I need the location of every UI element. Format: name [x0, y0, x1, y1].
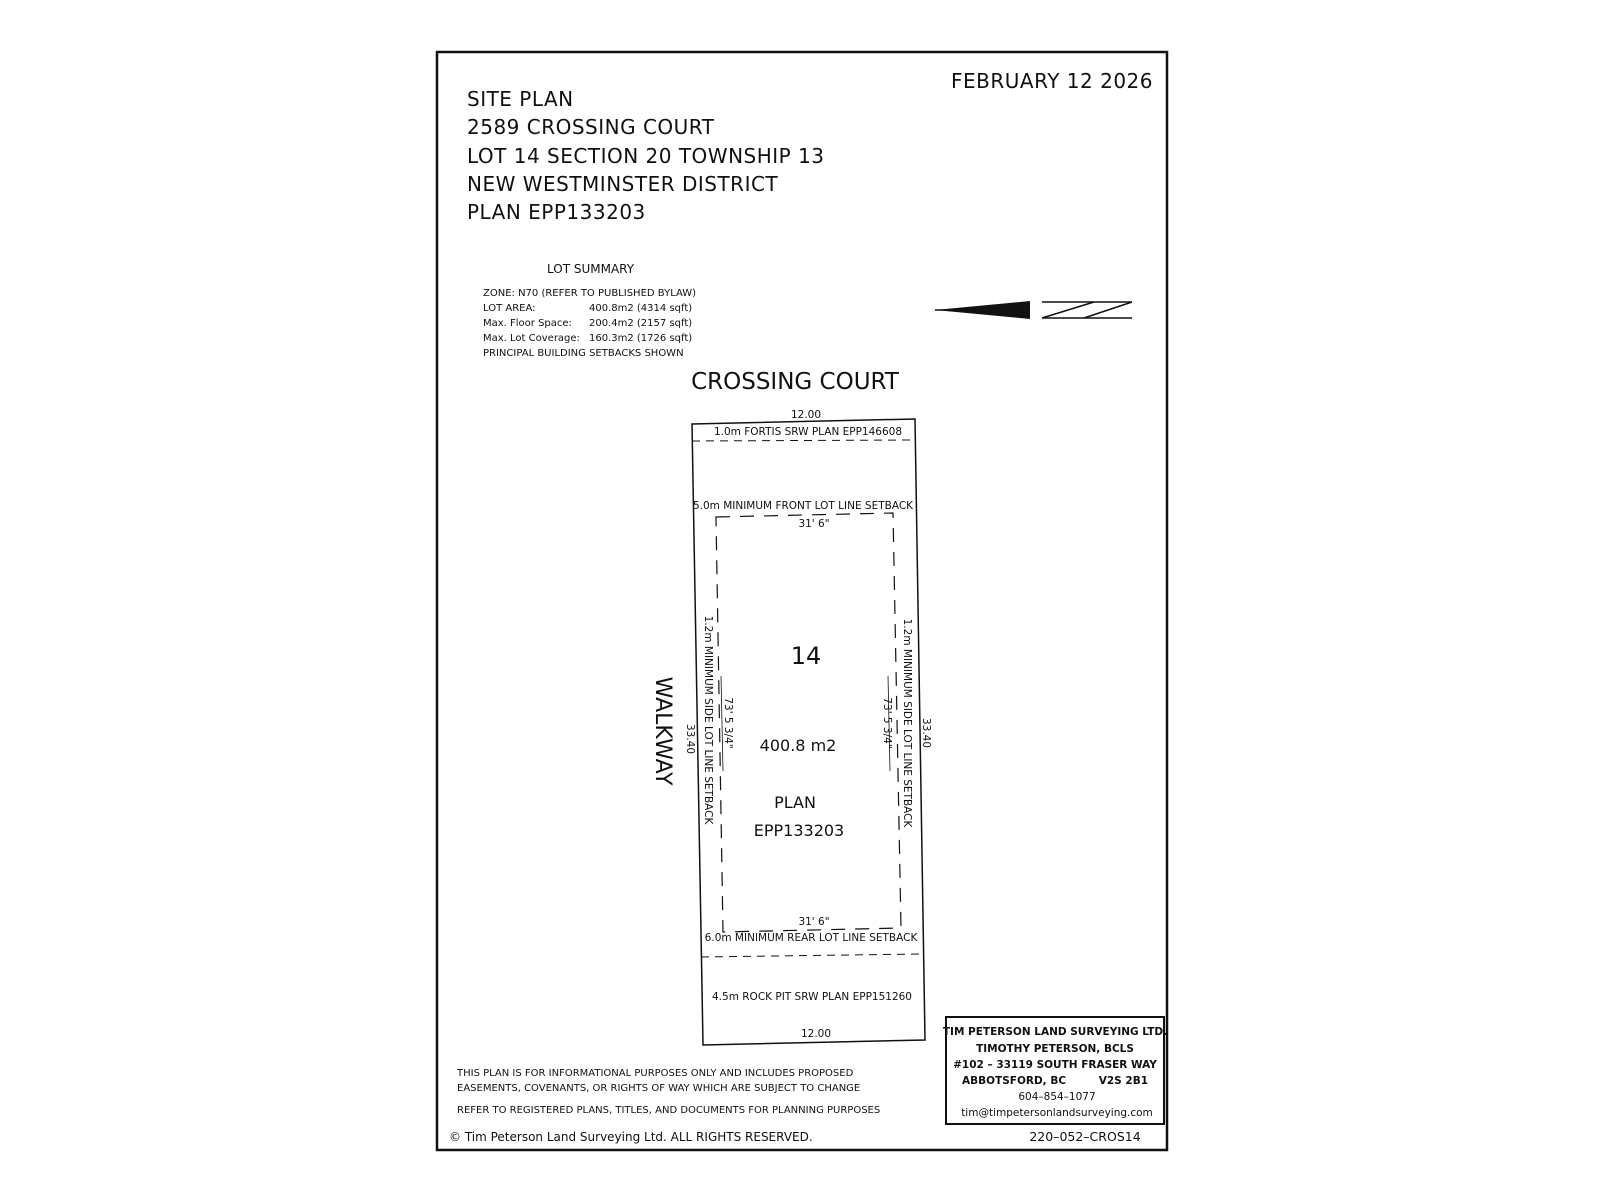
right-side-setback-label: 1.2m MINIMUM SIDE LOT LINE SETBACK	[901, 619, 913, 829]
left-envelope-depth: 73' 5 3/4"	[722, 697, 734, 748]
envelope-width-bottom: 31' 6"	[798, 916, 829, 928]
lot-number: 14	[791, 642, 822, 670]
disclaimer-line-1: THIS PLAN IS FOR INFORMATIONAL PURPOSES …	[456, 1068, 854, 1079]
rear-lot-dimension: 12.00	[801, 1028, 831, 1040]
street-name: CROSSING COURT	[691, 369, 900, 395]
summary-setbacks-note: PRINCIPAL BUILDING SETBACKS SHOWN	[483, 348, 684, 359]
right-lot-dimension: 33.40	[920, 718, 932, 748]
file-number: 220–052–CROS14	[1029, 1129, 1140, 1144]
lot-plan-label: PLAN	[774, 793, 816, 812]
title-line-district: NEW WESTMINSTER DISTRICT	[467, 172, 778, 196]
sheet-border	[435, 50, 1169, 1152]
title-line-legal: LOT 14 SECTION 20 TOWNSHIP 13	[467, 144, 825, 168]
summary-zone: ZONE: N70 (REFER TO PUBLISHED BYLAW)	[483, 288, 696, 299]
lot-summary: LOT SUMMARY ZONE: N70 (REFER TO PUBLISHE…	[483, 262, 696, 359]
lot-summary-heading: LOT SUMMARY	[547, 262, 635, 276]
front-srw-line	[691, 439, 916, 442]
front-lot-dimension: 12.00	[791, 409, 821, 421]
surveyor-name: TIMOTHY PETERSON, BCLS	[976, 1043, 1134, 1055]
lot-boundary	[691, 418, 926, 1046]
summary-lot-area-label: LOT AREA:	[483, 303, 536, 314]
surveyor-city: ABBOTSFORD, BC	[962, 1075, 1066, 1087]
surveyor-postal: V2S 2B1	[1099, 1075, 1148, 1087]
right-envelope-depth: 73' 5 3/4"	[881, 697, 893, 748]
envelope-width-top: 31' 6"	[798, 518, 829, 530]
lot-plan-number: EPP133203	[754, 821, 844, 840]
surveyor-address: #102 – 33119 SOUTH FRASER WAY	[953, 1059, 1157, 1071]
copyright-notice: © Tim Peterson Land Surveying Ltd. ALL R…	[449, 1130, 813, 1144]
walkway-label: WALKWAY	[650, 677, 675, 786]
summary-lot-coverage-label: Max. Lot Coverage:	[483, 333, 580, 344]
rear-srw-label: 4.5m ROCK PIT SRW PLAN EPP151260	[712, 991, 912, 1003]
summary-floor-space-label: Max. Floor Space:	[483, 318, 572, 329]
summary-lot-coverage-value: 160.3m2 (1726 sqft)	[589, 333, 692, 344]
surveyor-email: tim@timpetersonlandsurveying.com	[961, 1107, 1153, 1119]
surveyor-box	[945, 1016, 1165, 1125]
disclaimer-line-3: REFER TO REGISTERED PLANS, TITLES, AND D…	[457, 1105, 880, 1116]
summary-lot-area-value: 400.8m2 (4314 sqft)	[589, 303, 692, 314]
disclaimer: THIS PLAN IS FOR INFORMATIONAL PURPOSES …	[449, 1068, 880, 1144]
surveyor-phone: 604–854–1077	[1018, 1091, 1095, 1103]
surveyor-company: TIM PETERSON LAND SURVEYING LTD.	[943, 1026, 1167, 1038]
rear-setback-label: 6.0m MINIMUM REAR LOT LINE SETBACK	[705, 932, 919, 944]
title-line-address: 2589 CROSSING COURT	[467, 115, 715, 139]
title-block: SITE PLAN 2589 CROSSING COURT LOT 14 SEC…	[467, 87, 825, 224]
lot-area: 400.8 m2	[760, 736, 837, 755]
plan-date: FEBRUARY 12 2026	[951, 69, 1153, 93]
title-line-site-plan: SITE PLAN	[467, 87, 574, 111]
front-srw-label: 1.0m FORTIS SRW PLAN EPP146608	[714, 426, 902, 438]
front-setback-label: 5.0m MINIMUM FRONT LOT LINE SETBACK	[693, 500, 914, 512]
rear-srw-line	[700, 953, 923, 958]
title-line-plan: PLAN EPP133203	[467, 200, 646, 224]
surveyor-block: TIM PETERSON LAND SURVEYING LTD. TIMOTHY…	[943, 1016, 1167, 1125]
north-arrow-icon	[935, 301, 1133, 319]
left-side-setback-label: 1.2m MINIMUM SIDE LOT LINE SETBACK	[702, 616, 714, 826]
building-envelope	[715, 512, 902, 933]
left-lot-dimension: 33.40	[684, 724, 696, 754]
disclaimer-line-2: EASEMENTS, COVENANTS, OR RIGHTS OF WAY W…	[457, 1083, 860, 1094]
summary-floor-space-value: 200.4m2 (2157 sqft)	[589, 318, 692, 329]
